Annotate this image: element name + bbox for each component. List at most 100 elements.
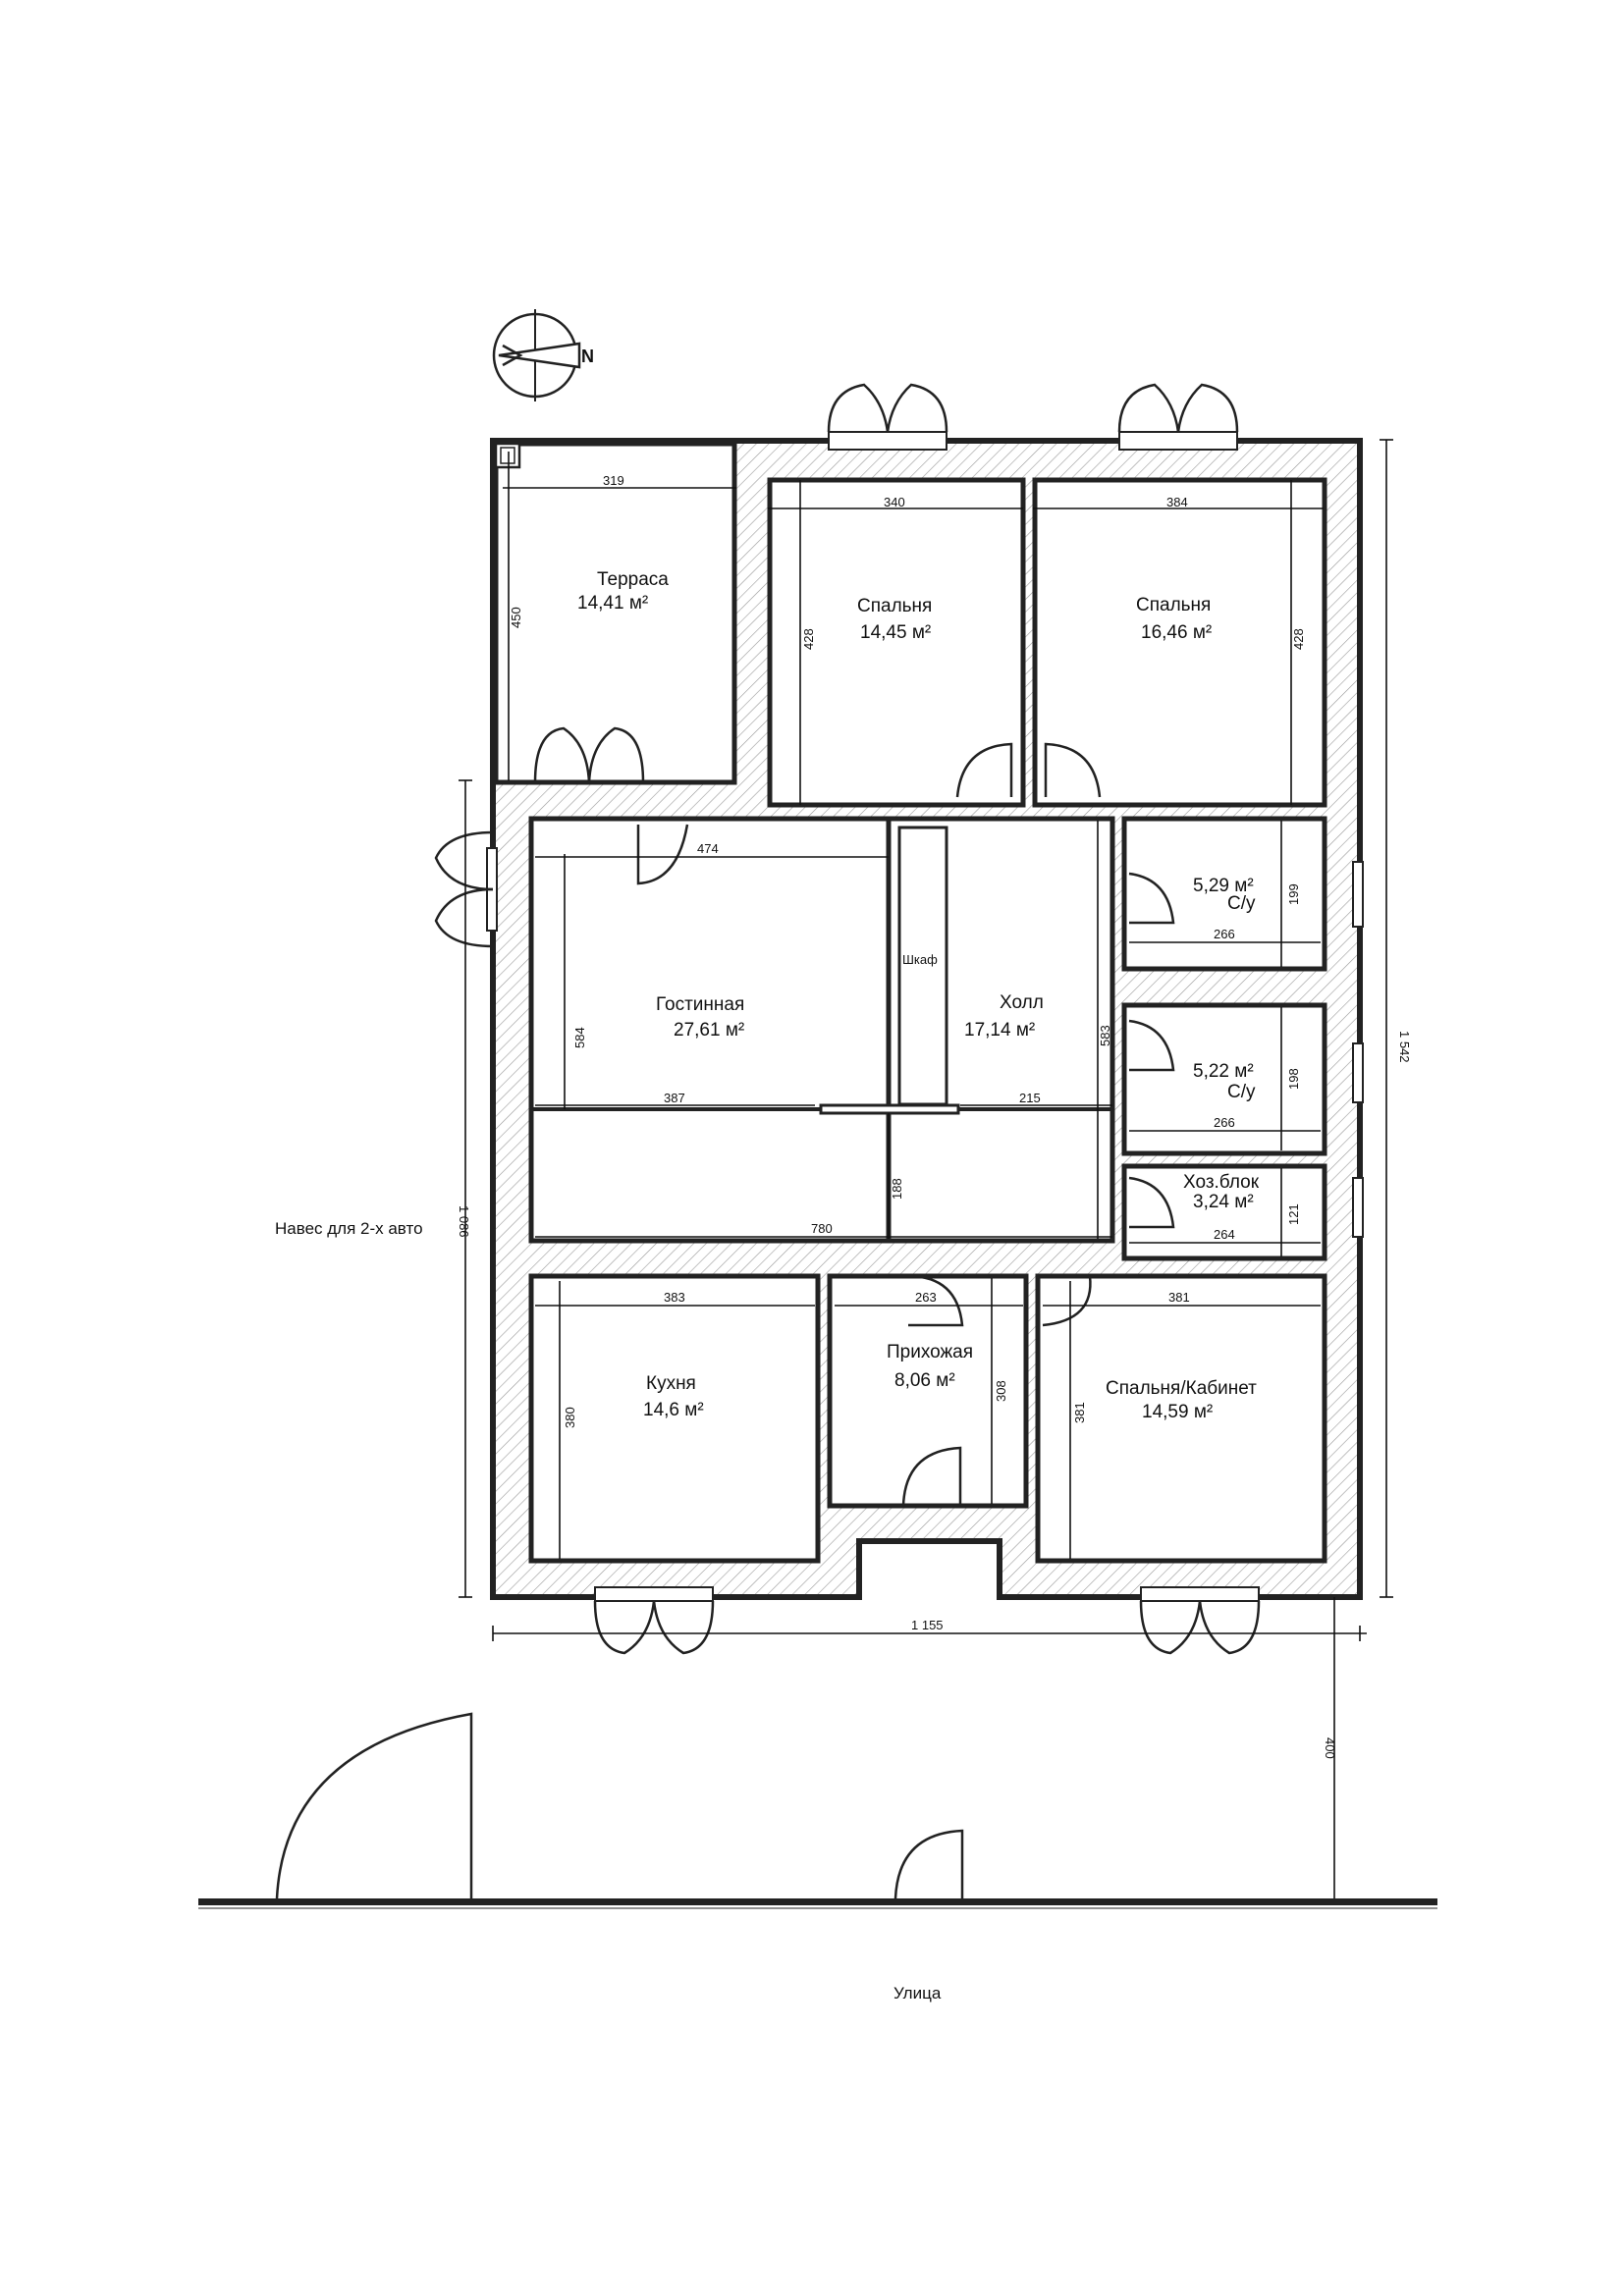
doors bbox=[434, 383, 1261, 1655]
utility-area: 3,24 м² bbox=[1193, 1192, 1254, 1212]
dim-wc2-width: 266 bbox=[1214, 1115, 1235, 1130]
dim-office-width: 381 bbox=[1168, 1290, 1190, 1305]
wc1-name: С/у bbox=[1227, 893, 1256, 914]
bedroom2-room bbox=[1032, 477, 1327, 808]
dim-overall-height: 1 542 bbox=[1397, 1031, 1412, 1063]
gate-swing bbox=[275, 1712, 473, 1899]
dim-bedroom2-width: 384 bbox=[1166, 495, 1188, 509]
wc2-room bbox=[1121, 1002, 1327, 1156]
dim-utility-width: 264 bbox=[1214, 1227, 1235, 1242]
entrance-room bbox=[827, 1273, 1029, 1509]
dim-bedroom2-height: 428 bbox=[1291, 628, 1306, 650]
window bbox=[1352, 1177, 1364, 1238]
window bbox=[1352, 861, 1364, 928]
partition bbox=[819, 1103, 960, 1115]
closet-name: Шкаф bbox=[902, 952, 938, 967]
dim-kitchen-height: 380 bbox=[563, 1407, 577, 1428]
compass: N bbox=[492, 309, 594, 401]
door-swing bbox=[1044, 742, 1102, 798]
hall-area: 17,14 м² bbox=[964, 1020, 1035, 1041]
bedroom2-name: Спальня bbox=[1136, 595, 1211, 615]
bedroom1-area: 14,45 м² bbox=[860, 622, 931, 643]
compass-needle-icon bbox=[498, 342, 581, 369]
hall-name: Холл bbox=[1000, 992, 1044, 1013]
dim-living-inner-width: 387 bbox=[664, 1091, 685, 1105]
dim-corridor-height: 188 bbox=[890, 1178, 904, 1200]
door-swing bbox=[955, 742, 1013, 798]
door-swing bbox=[1176, 383, 1239, 433]
living-room bbox=[528, 816, 892, 1244]
door-swing bbox=[434, 887, 494, 948]
dim-entrance-height: 308 bbox=[994, 1380, 1008, 1402]
dim-street-offset: 400 bbox=[1323, 1737, 1337, 1759]
window bbox=[594, 1586, 714, 1602]
gate bbox=[275, 1712, 966, 1902]
terrace-name: Терраса bbox=[597, 569, 669, 590]
office-room bbox=[1035, 1273, 1327, 1564]
wc2-name: С/у bbox=[1227, 1082, 1256, 1102]
door-swing bbox=[1128, 872, 1175, 925]
entrance-name: Прихожая bbox=[887, 1342, 973, 1362]
utility-name: Хоз.блок bbox=[1183, 1172, 1260, 1193]
window bbox=[1352, 1042, 1364, 1103]
dim-wc1-width: 266 bbox=[1214, 927, 1235, 941]
dim-corridor-width: 780 bbox=[811, 1221, 833, 1236]
dim-bedroom1-width: 340 bbox=[884, 495, 905, 509]
wc1-room bbox=[1121, 816, 1327, 972]
street-label: Улица bbox=[893, 1984, 942, 2002]
dim-bedroom1-height: 428 bbox=[801, 628, 816, 650]
dim-carport-length: 1 086 bbox=[457, 1205, 471, 1238]
entrance-area: 8,06 м² bbox=[894, 1370, 955, 1391]
street-line bbox=[198, 1898, 1437, 1905]
dim-overall-width: 1 155 bbox=[911, 1618, 944, 1632]
door-swing bbox=[1128, 1019, 1175, 1072]
dim-terrace-height: 450 bbox=[509, 607, 523, 628]
carport-label: Навес для 2-х авто bbox=[275, 1219, 423, 1238]
dim-wc2-height: 198 bbox=[1286, 1068, 1301, 1090]
window bbox=[1140, 1586, 1260, 1602]
door-swing bbox=[1117, 383, 1180, 433]
living-name: Гостинная bbox=[656, 994, 744, 1015]
kitchen-name: Кухня bbox=[646, 1373, 696, 1394]
dim-hall-width: 215 bbox=[1019, 1091, 1041, 1105]
office-area: 14,59 м² bbox=[1142, 1402, 1213, 1422]
wc2-area: 5,22 м² bbox=[1193, 1061, 1254, 1082]
dimension-lines bbox=[459, 439, 1393, 1899]
window bbox=[1118, 431, 1238, 451]
dim-office-height: 381 bbox=[1072, 1402, 1087, 1423]
bedroom2-area: 16,46 м² bbox=[1141, 622, 1212, 643]
compass-north-label: N bbox=[581, 347, 594, 366]
door-swing bbox=[434, 830, 494, 891]
compass-arrow-icon bbox=[502, 344, 523, 367]
bedroom1-room bbox=[767, 477, 1026, 808]
dim-wc1-height: 199 bbox=[1286, 883, 1301, 905]
dim-living-height: 584 bbox=[572, 1027, 587, 1048]
kitchen-room bbox=[528, 1273, 821, 1564]
dim-living-width: 474 bbox=[697, 841, 719, 856]
door-swing bbox=[533, 726, 591, 783]
door-swing bbox=[1139, 1600, 1202, 1655]
door-swing bbox=[652, 1600, 715, 1655]
bedroom1-name: Спальня bbox=[857, 596, 932, 616]
wicket-swing bbox=[893, 1829, 964, 1899]
wc1-area: 5,29 м² bbox=[1193, 876, 1254, 896]
door-swing bbox=[587, 726, 645, 783]
living-area: 27,61 м² bbox=[674, 1020, 744, 1041]
terrace-area: 14,41 м² bbox=[577, 593, 648, 614]
dim-terrace-width: 319 bbox=[603, 473, 624, 488]
window bbox=[828, 431, 947, 451]
door-swing bbox=[907, 1274, 964, 1327]
terrace-post-inner bbox=[500, 447, 515, 464]
door-swing bbox=[901, 1446, 962, 1507]
dim-utility-height: 121 bbox=[1286, 1203, 1301, 1225]
dim-entrance-width: 263 bbox=[915, 1290, 937, 1305]
kitchen-area: 14,6 м² bbox=[643, 1400, 704, 1420]
dim-hall-height: 583 bbox=[1098, 1025, 1112, 1046]
door-swing bbox=[1041, 1274, 1092, 1327]
door-swing bbox=[1128, 1176, 1175, 1229]
door-swing bbox=[827, 383, 890, 433]
door-swing bbox=[886, 383, 948, 433]
dim-kitchen-width: 383 bbox=[664, 1290, 685, 1305]
door-swing bbox=[636, 824, 689, 885]
